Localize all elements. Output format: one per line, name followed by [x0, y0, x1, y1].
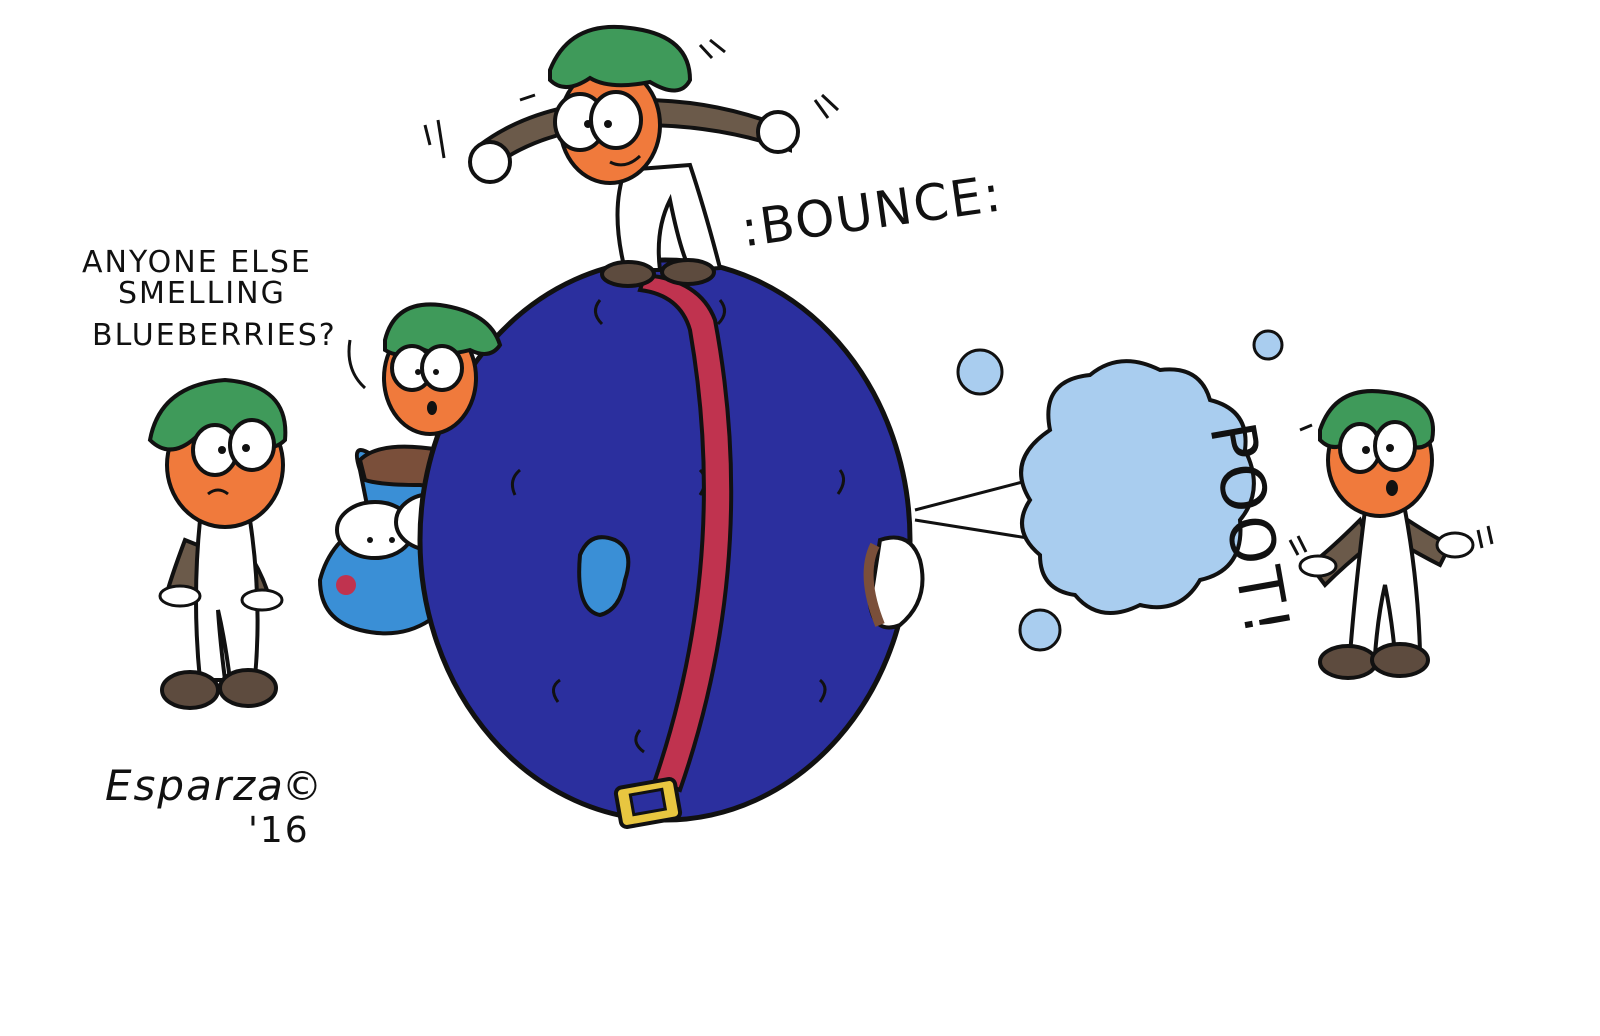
signature-copyright: ©: [282, 764, 324, 810]
artist-signature: Esparza © '16: [105, 761, 324, 851]
bounce-sound-effect: :BOUNCE:: [738, 164, 1006, 258]
speech-line-3: BLUEBERRIES?: [92, 318, 337, 353]
blueberry-character: [317, 257, 925, 829]
speech-line-1: ANYONE ELSE: [82, 245, 312, 280]
speech-line-2: SMELLING: [118, 276, 286, 311]
signature-name: Esparza: [105, 761, 285, 810]
character-bouncing: [423, 25, 840, 288]
signature-year: '16: [248, 810, 310, 851]
character-peeking: [347, 302, 503, 436]
speech-bubble: ANYONE ELSE SMELLING BLUEBERRIES?: [82, 245, 337, 353]
character-left: [147, 377, 288, 710]
poot-cloud: [914, 329, 1284, 652]
character-right: [1288, 389, 1494, 680]
